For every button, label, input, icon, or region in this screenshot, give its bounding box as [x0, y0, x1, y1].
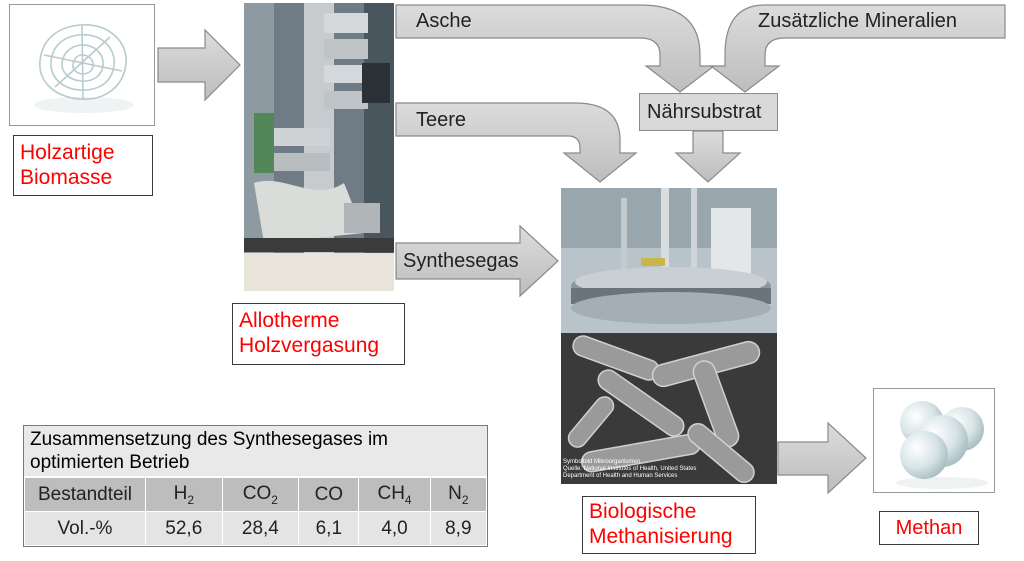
header-h2: H2	[145, 477, 223, 512]
nutrient-substrate-label: Nährsubstrat	[647, 100, 762, 123]
value-co2: 28,4	[221, 511, 300, 546]
header-label-cell: Bestandteil	[24, 477, 146, 512]
methanation-label-box: Biologische Methanisierung	[582, 496, 756, 554]
methane-molecule-image	[873, 388, 995, 493]
flow-label-ash: Asche	[416, 10, 472, 32]
photo-caption-line3: Department of Health and Human Services	[563, 473, 678, 479]
flow-label-minerals: Zusätzliche Mineralien	[758, 10, 957, 32]
photo-caption: Symbolbild Mikroorganismen Quelle: Natio…	[563, 459, 696, 480]
arrow-minerals	[709, 4, 1006, 93]
value-h2: 52,6	[145, 511, 223, 546]
header-co2: CO2	[221, 477, 300, 512]
flow-label-tars: Teere	[416, 109, 467, 131]
biomass-label-line1: Holzartige	[20, 141, 115, 164]
arrow-to-methane	[777, 421, 867, 495]
table-title: Zusammensetzung des Synthesegases im opt…	[24, 426, 487, 477]
table-title-line1: Zusammensetzung des Synthesegases im	[30, 429, 389, 450]
value-co: 6,1	[298, 511, 360, 546]
bioreactor-photo	[561, 188, 777, 333]
arrow-biomass-to-gasifier	[157, 28, 241, 102]
arrow-ash	[395, 4, 716, 93]
arrow-tars	[395, 102, 638, 183]
methanation-label-line2: Methanisierung	[589, 525, 733, 548]
photo-caption-line1: Symbolbild Mikroorganismen	[563, 459, 641, 465]
value-n2: 8,9	[429, 511, 488, 546]
molecule-icon	[896, 401, 988, 489]
table-grid: Bestandteil H2 CO2 CO CH4 N2 Vol.-% 52,6…	[24, 477, 488, 546]
header-ch4: CH4	[358, 477, 431, 512]
gasifier-photo	[244, 3, 394, 291]
methane-label-box: Methan	[879, 511, 979, 545]
biomass-label-box: Holzartige Biomasse	[13, 135, 153, 196]
flow-label-syngas: Synthesegas	[403, 250, 519, 272]
photo-caption-line2: Quelle: National Institutes of Health, U…	[563, 466, 697, 472]
gasifier-apparatus-illustration	[244, 3, 394, 291]
table-title-line2: optimierten Betrieb	[30, 452, 190, 473]
arrow-syngas	[395, 224, 559, 298]
value-ch4: 4,0	[358, 511, 431, 546]
tree-ring-icon	[34, 24, 134, 113]
row-label-cell: Vol.-%	[24, 511, 146, 546]
microorganism-photo: Symbolbild Mikroorganismen Quelle: Natio…	[561, 333, 777, 484]
gasification-label-line2: Holzvergasung	[239, 334, 380, 357]
methanation-label-line1: Biologische	[589, 500, 697, 523]
arrow-substrate-down	[674, 130, 742, 183]
table-value-row: Vol.-% 52,6 28,4 6,1 4,0 8,9	[24, 511, 488, 546]
syngas-composition-table: Zusammensetzung des Synthesegases im opt…	[23, 425, 488, 547]
biomass-label-line2: Biomasse	[20, 166, 113, 189]
gasification-label-box: Allotherme Holzvergasung	[232, 303, 405, 365]
gasification-label-line1: Allotherme	[239, 309, 340, 332]
bioreactor-illustration	[561, 188, 777, 333]
table-header-row: Bestandteil H2 CO2 CO CH4 N2	[24, 477, 488, 512]
header-n2: N2	[429, 477, 488, 512]
nutrient-substrate-box: Nährsubstrat	[639, 93, 778, 131]
wood-slice-image	[9, 4, 155, 126]
bacteria-illustration	[561, 333, 777, 484]
methane-label: Methan	[895, 517, 963, 539]
header-co: CO	[298, 477, 360, 512]
